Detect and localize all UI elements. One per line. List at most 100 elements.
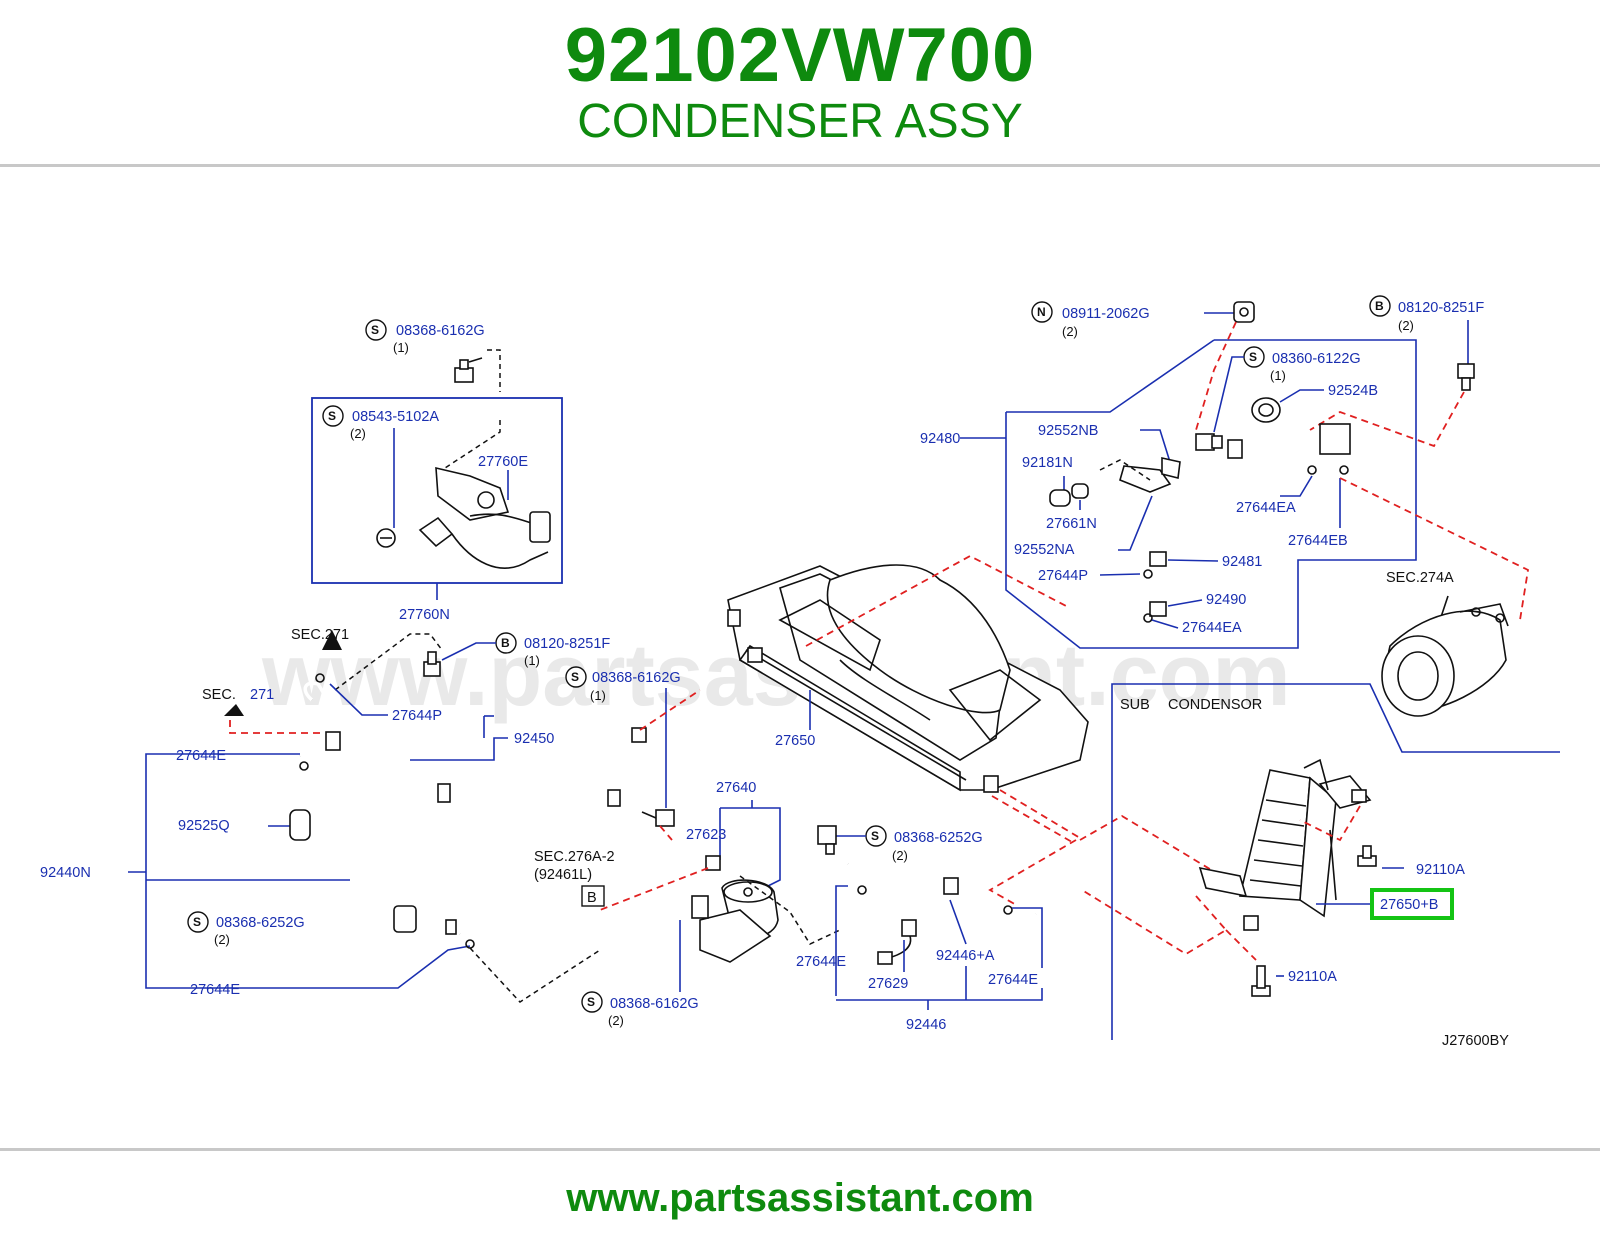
label-sec276[interactable]: SEC.276A-2 bbox=[534, 849, 615, 865]
label-92110A-1[interactable]: 92110A bbox=[1416, 862, 1465, 878]
ref-box-b[interactable] bbox=[581, 885, 605, 907]
leader-92524B bbox=[1279, 389, 1324, 403]
label-92446[interactable]: 92446 bbox=[906, 1017, 946, 1033]
label-sub[interactable]: SUB bbox=[1120, 697, 1150, 713]
leader-27644E-2 bbox=[282, 945, 471, 989]
svg-text:N: N bbox=[1037, 305, 1046, 319]
label-27640[interactable]: 27640 bbox=[716, 780, 756, 796]
label-27760E[interactable]: 27760E bbox=[478, 454, 528, 470]
label-92552NA[interactable]: 92552NA bbox=[1014, 542, 1075, 558]
label-08368-6162G-top[interactable]: 08368-6162G bbox=[396, 323, 485, 339]
pipe-fitting-icon bbox=[1149, 551, 1167, 567]
pipe-92446-inner bbox=[846, 862, 1037, 918]
label-08368-6162G-low[interactable]: 08368-6162G bbox=[610, 996, 699, 1012]
label-08368-6252G-right[interactable]: 08368-6252G bbox=[894, 830, 983, 846]
label-92552NB[interactable]: 92552NB bbox=[1038, 423, 1098, 439]
label-27644EA-2[interactable]: 27644EA bbox=[1182, 620, 1242, 636]
qty-08360-6122G: (1) bbox=[1270, 368, 1286, 383]
label-92450[interactable]: 92450 bbox=[514, 731, 554, 747]
label-27760N[interactable]: 27760N bbox=[399, 607, 450, 623]
red-dash-leader bbox=[1299, 805, 1361, 842]
o-ring-icon bbox=[1339, 465, 1349, 475]
red-dash-leader bbox=[1079, 814, 1229, 881]
highlight-box-27650b[interactable] bbox=[1370, 888, 1454, 920]
label-92440N[interactable]: 92440N bbox=[40, 865, 91, 881]
qty-08543-5102A: (2) bbox=[350, 426, 366, 441]
label-27661N[interactable]: 27661N bbox=[1046, 516, 1097, 532]
label-27644E-1[interactable]: 27644E bbox=[176, 748, 226, 764]
label-27629[interactable]: 27629 bbox=[868, 976, 908, 992]
red-dash-leader bbox=[805, 554, 1071, 647]
qty-08368-6162G-low: (2) bbox=[608, 1013, 624, 1028]
circle-s-icon: S bbox=[865, 825, 887, 847]
label-92524B[interactable]: 92524B bbox=[1328, 383, 1378, 399]
svg-text:S: S bbox=[1249, 350, 1257, 364]
label-08120-8251F-right[interactable]: 08120-8251F bbox=[1398, 300, 1484, 316]
label-92481[interactable]: 92481 bbox=[1222, 554, 1262, 570]
label-92446A[interactable]: 92446+A bbox=[936, 948, 995, 964]
circle-n-icon: N bbox=[1031, 301, 1053, 323]
red-dash-leader bbox=[1195, 321, 1237, 431]
svg-text:S: S bbox=[871, 829, 879, 843]
label-27650B[interactable]: 27650+B bbox=[1380, 897, 1438, 913]
red-dash-leader bbox=[1339, 477, 1529, 621]
label-08360-6122G[interactable]: 08360-6122G bbox=[1272, 351, 1361, 367]
o-ring-icon bbox=[1143, 613, 1153, 623]
bolt-icon bbox=[817, 825, 837, 855]
footer-divider bbox=[0, 1148, 1600, 1151]
label-sec271-a[interactable]: SEC.271 bbox=[291, 627, 349, 643]
circle-s-icon: S bbox=[565, 666, 587, 688]
leader-27644P bbox=[329, 683, 388, 716]
dash-leader bbox=[487, 349, 501, 392]
pipe-fitting-icon bbox=[607, 789, 621, 807]
pipe-92481-inner bbox=[1158, 430, 1351, 561]
label-08368-6252G-left[interactable]: 08368-6252G bbox=[216, 915, 305, 931]
label-27644EA-1[interactable]: 27644EA bbox=[1236, 500, 1296, 516]
leader-92552NA bbox=[1118, 495, 1153, 551]
sub-condenser-27650b-icon bbox=[1198, 758, 1372, 931]
bolt-92110a-icon bbox=[1251, 965, 1271, 997]
label-27623[interactable]: 27623 bbox=[686, 827, 726, 843]
page-header: 92102VW700 CONDENSER ASSY bbox=[0, 0, 1600, 168]
dash-leader bbox=[469, 947, 601, 1003]
label-92110A-2[interactable]: 92110A bbox=[1288, 969, 1337, 985]
label-08911-2062G[interactable]: 08911-2062G bbox=[1062, 306, 1150, 322]
label-sec271-b-num[interactable]: 271 bbox=[250, 687, 274, 703]
circle-s-icon: S bbox=[187, 911, 209, 933]
label-sec274[interactable]: SEC.274A bbox=[1386, 570, 1454, 586]
part-number-title: 92102VW700 bbox=[564, 13, 1036, 98]
label-08543-5102A[interactable]: 08543-5102A bbox=[352, 409, 439, 425]
receiver-drier-27640-icon bbox=[691, 855, 779, 963]
pipe-fitting-icon bbox=[437, 783, 451, 803]
label-27644EB[interactable]: 27644EB bbox=[1288, 533, 1348, 549]
label-08120-8251F-left[interactable]: 08120-8251F bbox=[524, 636, 610, 652]
label-27644E-3[interactable]: 27644E bbox=[796, 954, 846, 970]
arrow-up-icon bbox=[224, 704, 244, 716]
o-ring-icon bbox=[1307, 465, 1317, 475]
label-sec271-b[interactable]: SEC. bbox=[202, 687, 236, 703]
o-ring-icon bbox=[1143, 569, 1153, 579]
label-92480[interactable]: 92480 bbox=[920, 431, 960, 447]
bracket-92440n bbox=[145, 753, 282, 989]
label-sec276-sub[interactable]: (92461L) bbox=[534, 867, 592, 883]
circle-b-icon: B bbox=[1369, 295, 1391, 317]
label-27644P-left[interactable]: 27644P bbox=[392, 708, 442, 724]
label-27644P-right[interactable]: 27644P bbox=[1038, 568, 1088, 584]
red-dash-leader bbox=[991, 795, 1073, 843]
o-ring-icon bbox=[315, 673, 325, 683]
outline-sub-condensor bbox=[1111, 683, 1560, 1040]
leader-27644EA-1 bbox=[1280, 475, 1313, 497]
label-92490[interactable]: 92490 bbox=[1206, 592, 1246, 608]
label-92181N[interactable]: 92181N bbox=[1022, 455, 1073, 471]
label-condensor[interactable]: CONDENSOR bbox=[1168, 697, 1262, 713]
svg-text:S: S bbox=[328, 409, 336, 423]
footer-url-link[interactable]: www.partsassistant.com bbox=[566, 1176, 1034, 1220]
o-ring-icon bbox=[857, 885, 867, 895]
bolt-icon bbox=[1195, 433, 1223, 451]
label-27650[interactable]: 27650 bbox=[775, 733, 815, 749]
red-dash-leader bbox=[1081, 889, 1228, 956]
label-08368-6162G-mid[interactable]: 08368-6162G bbox=[592, 670, 681, 686]
label-27644E-4[interactable]: 27644E bbox=[988, 972, 1038, 988]
label-92525Q[interactable]: 92525Q bbox=[178, 818, 230, 834]
label-27644E-2[interactable]: 27644E bbox=[190, 982, 240, 998]
